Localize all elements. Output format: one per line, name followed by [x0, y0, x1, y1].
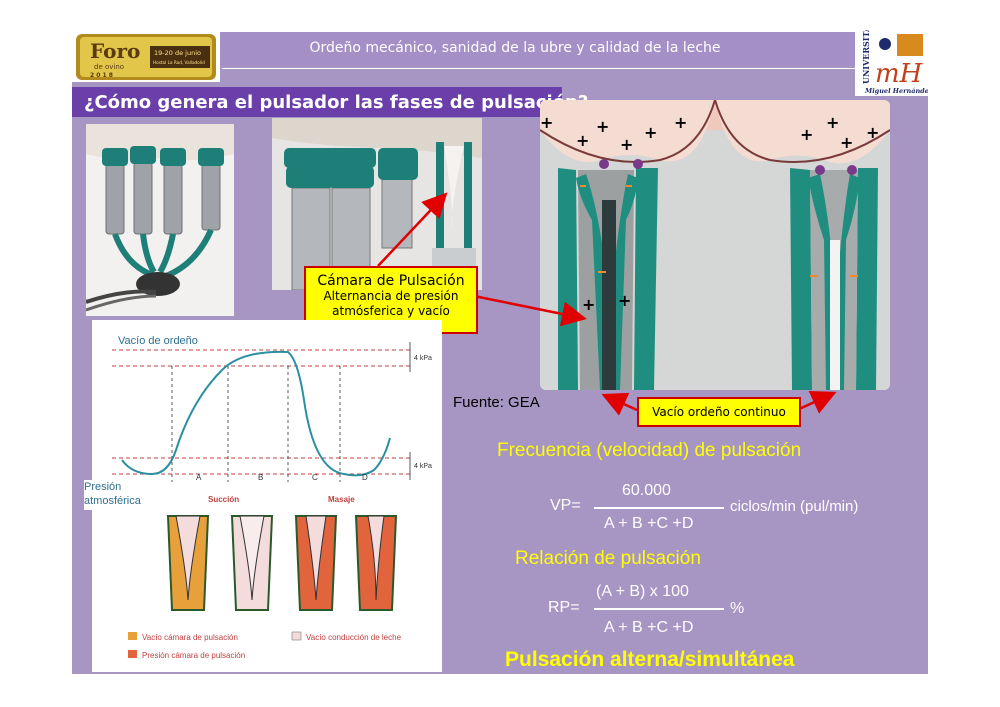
phase-masaje-label: Masaje: [328, 495, 355, 504]
source-credit: Fuente: GEA: [453, 394, 540, 411]
teatcup-section-1: [166, 515, 210, 611]
legend-pressure-chamber: Presión cámara de pulsación: [142, 651, 245, 660]
svg-text:+: +: [618, 291, 631, 310]
foro-logo-date: 19-20 de junio: [154, 49, 201, 57]
callout-subtitle-line1: Alternancia de presión: [323, 289, 459, 303]
svg-text:+: +: [576, 131, 589, 150]
svg-text:+: +: [826, 113, 839, 132]
umh-logo-subname: Miguel Hernández: [864, 87, 928, 95]
pulsation-curve: [121, 350, 391, 477]
callout-title: Cámara de Pulsación: [317, 273, 465, 289]
teatcup-section-3: [294, 515, 338, 611]
callout-subtitle-line2: atmósferica y vacío: [332, 304, 450, 318]
atm-pressure-line1: Presión: [84, 481, 122, 493]
teatcup-section-4: [354, 515, 398, 611]
rp-fraction-line: [594, 608, 724, 610]
header-divider: [222, 68, 862, 69]
ratio-title: Relación de pulsación: [515, 548, 701, 569]
vp-label: VP=: [550, 497, 581, 514]
vp-numerator: 60.000: [622, 482, 671, 499]
svg-text:+: +: [596, 117, 609, 136]
pulsation-chamber-illustration: ++++++ ++++ ++: [540, 100, 890, 390]
phase-label-b: B: [258, 473, 263, 482]
rp-denominator: A + B +C +D: [604, 619, 694, 636]
svg-text:+: +: [800, 125, 813, 144]
umh-logo: UNIVERSITAS mH Miguel Hernández: [855, 20, 933, 96]
svg-text:+: +: [644, 123, 657, 142]
kpa-top-label: 4 kPa: [414, 355, 432, 362]
svg-text:+: +: [840, 133, 853, 152]
milking-cluster-photo: [86, 124, 234, 316]
title-bar: [72, 87, 562, 117]
foro-logo-title: Foro: [90, 39, 140, 63]
umh-logo-name: UNIVERSITAS: [861, 30, 871, 84]
slide-subtitle: Ordeño mecánico, sanidad de la ubre y ca…: [309, 40, 721, 56]
header-band: [220, 32, 928, 66]
teatcup-section-2: [230, 515, 274, 611]
foro-logo-subtitle: de ovino: [94, 63, 124, 71]
svg-text:+: +: [620, 135, 633, 154]
foro-logo-place: Hostal La Rad, Valladolid: [153, 60, 205, 65]
svg-text:+: +: [540, 113, 553, 132]
phase-label-c: C: [312, 473, 318, 482]
umh-logo-monogram: mH: [875, 59, 924, 89]
phase-label-d: D: [362, 473, 368, 482]
legend-swatch-milk: [291, 631, 302, 641]
vacuum-level-label: Vacío de ordeño: [118, 335, 198, 347]
phase-succion-label: Succión: [208, 495, 239, 504]
legend-milk-line: Vacío conducción de leche: [306, 633, 402, 642]
kpa-bottom-label: 4 kPa: [414, 463, 432, 470]
foro-logo-year: 2 0 1 8: [90, 72, 113, 79]
alternate-pulsation-heading: Pulsación alterna/simultánea: [505, 648, 795, 671]
vp-fraction-line: [594, 507, 724, 509]
legend-swatch-vacuum: [128, 632, 137, 640]
svg-text:+: +: [674, 113, 687, 132]
frequency-title: Frecuencia (velocidad) de pulsación: [497, 440, 802, 461]
foro-ovino-logo: Foro de ovino 2 0 1 8 19-20 de junio Hos…: [72, 32, 220, 82]
svg-text:+: +: [866, 123, 879, 142]
phase-label-a: A: [196, 473, 202, 482]
rp-numerator: (A + B) x 100: [596, 583, 689, 600]
continuous-vacuum-callout: Vacío ordeño continuo: [637, 397, 801, 427]
legend-swatch-pressure: [128, 650, 137, 658]
vp-denominator: A + B +C +D: [604, 515, 694, 532]
rp-label: RP=: [548, 599, 580, 616]
vp-unit: ciclos/min (pul/min): [730, 498, 859, 515]
legend-vacuum-chamber: Vacío cámara de pulsación: [142, 633, 238, 642]
slide-title: ¿Cómo genera el pulsador las fases de pu…: [84, 92, 589, 113]
rp-unit: %: [730, 600, 745, 617]
atm-pressure-line2: atmosférica: [84, 495, 141, 507]
pulsation-graph-panel: Vacío de ordeño 4 kPa 4 kPa A B C D Succ…: [92, 320, 442, 672]
atm-pressure-label: Presión atmosférica: [84, 480, 146, 510]
